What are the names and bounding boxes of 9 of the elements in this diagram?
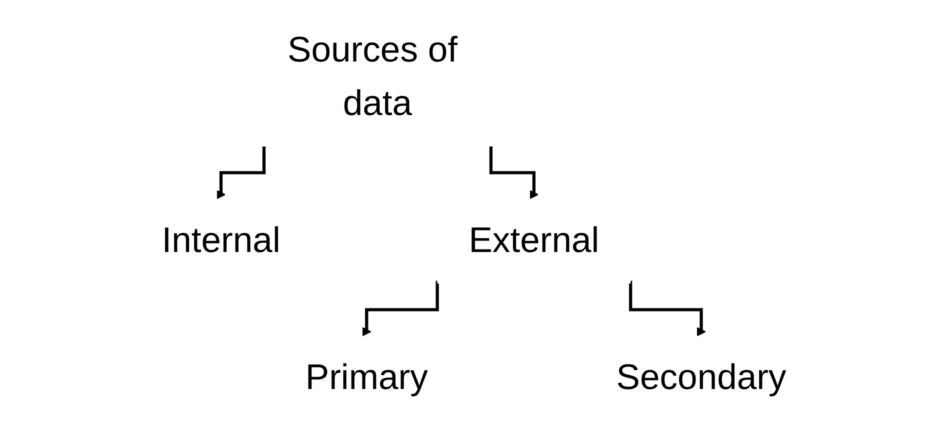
arrow — [489, 146, 539, 200]
node-text: Sources of data — [288, 30, 458, 124]
arrow — [629, 280, 706, 336]
node-text: External — [468, 220, 600, 261]
node-text: Internal — [162, 220, 280, 261]
arrow — [216, 146, 266, 200]
node-text: Secondary — [616, 358, 786, 398]
node-text: Primary — [305, 358, 428, 398]
arrow — [362, 280, 439, 336]
